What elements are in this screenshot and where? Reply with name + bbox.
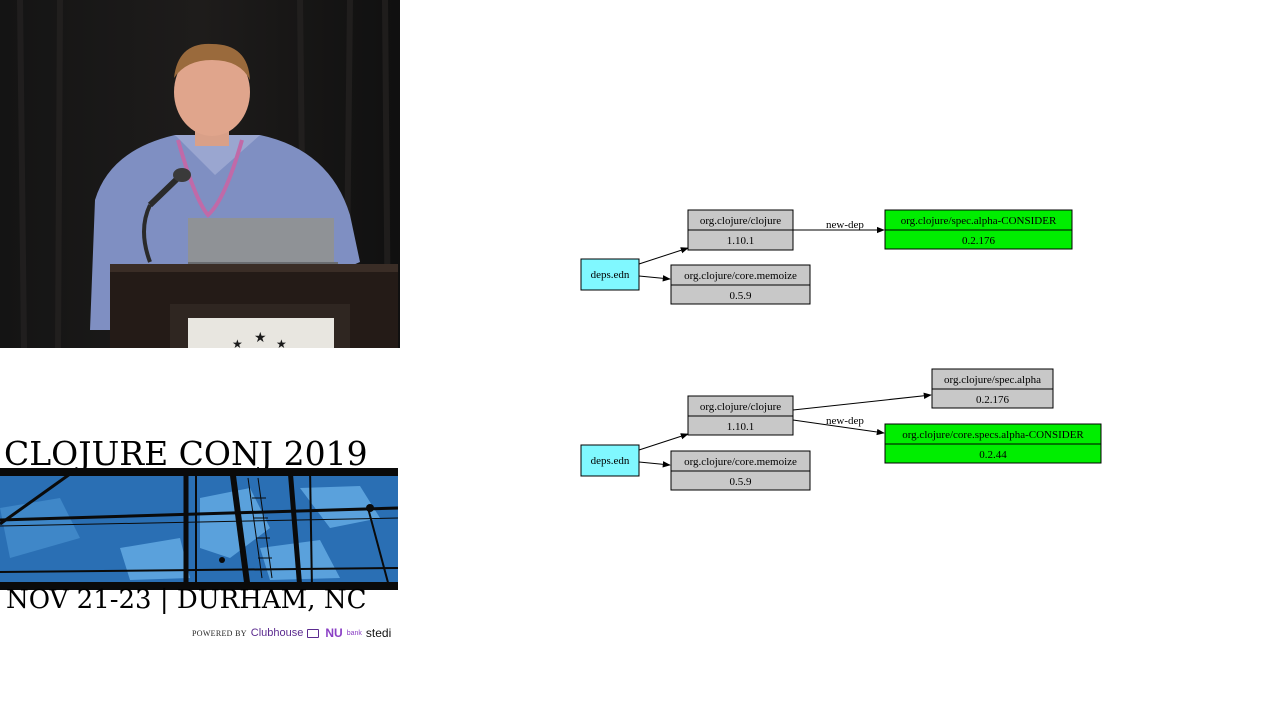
node-new-dep: org.clojure/core.specs.alpha-CONSIDER 0.…: [884, 423, 1102, 464]
svg-text:★: ★: [232, 337, 243, 348]
sponsor-stedi-logo: stedi: [365, 626, 392, 640]
node-root: deps.edn: [580, 258, 640, 291]
node-new-dep-version: 0.2.44: [979, 449, 1007, 461]
node-dep-name: org.clojure/clojure: [700, 401, 781, 413]
node-new-dep-name: org.clojure/spec.alpha-CONSIDER: [901, 215, 1057, 227]
dependency-diagrams: new-dep deps.edn org.clojure/clojure 1.1…: [560, 190, 1140, 510]
edge-clojure-to-core-specs: [792, 419, 885, 436]
node-dep: org.clojure/clojure 1.10.1: [687, 209, 794, 251]
svg-text:★: ★: [254, 330, 267, 346]
venue-banner-image: [0, 468, 398, 590]
edge-root-to-clojure: [638, 433, 689, 451]
node-new-dep: org.clojure/spec.alpha-CONSIDER 0.2.176: [884, 209, 1073, 250]
conference-date-location: NOV 21-23 | DURHAM, NC: [6, 585, 367, 615]
conference-title: CLOJURE CONJ 2019: [4, 434, 368, 473]
edge-label: new-dep: [826, 219, 864, 231]
node-dep: org.clojure/core.memoize 0.5.9: [670, 450, 811, 491]
sponsor-nu-logo: NU: [325, 626, 343, 640]
node-root: deps.edn: [580, 444, 640, 477]
node-dep-version: 0.5.9: [730, 476, 753, 488]
edge-label: new-dep: [826, 415, 864, 427]
sponsor-bank-label: bank: [346, 629, 362, 637]
node-dep-version: 1.10.1: [727, 421, 755, 433]
node-new-dep-name: org.clojure/core.specs.alpha-CONSIDER: [902, 429, 1084, 441]
speaker-video: ★ ★ ★: [0, 0, 400, 348]
node-dep-name: org.clojure/core.memoize: [684, 456, 797, 468]
node-dep: org.clojure/spec.alpha 0.2.176: [931, 368, 1054, 409]
node-root-label: deps.edn: [591, 455, 630, 467]
svg-text:★: ★: [276, 337, 287, 348]
node-dep-name: org.clojure/spec.alpha: [944, 374, 1041, 386]
node-dep-version: 0.5.9: [730, 290, 753, 302]
node-dep: org.clojure/core.memoize 0.5.9: [670, 264, 811, 305]
flag-icon: [307, 628, 320, 638]
edge-clojure-to-spec-alpha: [792, 392, 932, 411]
edge-root-to-memoize: [638, 275, 671, 282]
node-root-label: deps.edn: [591, 269, 630, 281]
edge-root-to-memoize: [638, 461, 671, 468]
diagram-1: new-dep deps.edn org.clojure/clojure 1.1…: [580, 209, 1073, 305]
node-dep: org.clojure/clojure 1.10.1: [687, 395, 794, 436]
node-dep-version: 0.2.176: [976, 394, 1010, 406]
node-dep-name: org.clojure/clojure: [700, 215, 781, 227]
sponsor-clubhouse-logo: Clubhouse: [250, 627, 304, 639]
sponsor-strip: POWERED BY Clubhouse NU bank stedi: [192, 624, 398, 642]
edge-root-to-clojure: [638, 247, 689, 265]
diagram-2: new-dep deps.edn org.clojure/clojure 1.1…: [580, 368, 1102, 491]
powered-by-label: POWERED BY: [192, 628, 247, 638]
node-new-dep-version: 0.2.176: [962, 235, 996, 247]
dependency-graph-canvas: new-dep deps.edn org.clojure/clojure 1.1…: [580, 209, 1102, 491]
speaker-video-illustration: ★ ★ ★: [0, 0, 400, 348]
node-dep-version: 1.10.1: [727, 235, 755, 247]
node-dep-name: org.clojure/core.memoize: [684, 270, 797, 282]
